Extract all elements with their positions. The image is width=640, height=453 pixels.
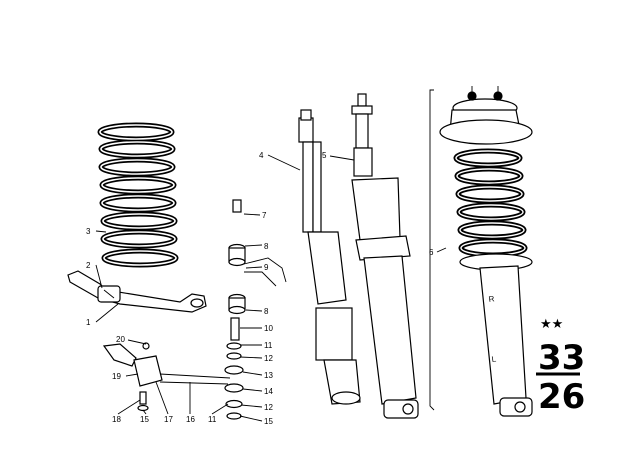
- callout-1: 1: [86, 318, 91, 327]
- callout-14: 14: [264, 387, 273, 396]
- callout-12b: 12: [264, 403, 273, 412]
- callout-labels: 1 2 3 4 5 6 7 8 9 8 10 11 12 13 14 12 15…: [86, 151, 434, 426]
- stabilizer-link-hardware[interactable]: [224, 199, 287, 420]
- callout-15b: 15: [264, 417, 273, 426]
- callout-6: 6: [429, 248, 434, 257]
- group-badge: ★★ 33 26: [536, 317, 585, 417]
- callout-12a: 12: [264, 354, 273, 363]
- callout-18: 18: [112, 415, 121, 424]
- callout-4: 4: [259, 151, 264, 160]
- stabilizer-link-bracket[interactable]: [102, 342, 231, 412]
- assembly-bracket: [429, 89, 435, 411]
- strut-mark-r: R: [488, 294, 495, 304]
- callout-8a: 8: [264, 242, 269, 251]
- coil-spring[interactable]: [97, 122, 179, 268]
- leader-lines: [95, 154, 447, 422]
- callout-8b: 8: [264, 307, 269, 316]
- spring-strut-assembly[interactable]: [439, 86, 533, 417]
- callout-11a: 11: [264, 341, 273, 350]
- callout-5: 5: [322, 151, 327, 160]
- shock-absorber[interactable]: [298, 109, 361, 405]
- callout-10: 10: [264, 324, 273, 333]
- callout-20: 20: [116, 335, 125, 344]
- callout-3: 3: [86, 227, 91, 236]
- shock-absorber-with-boot[interactable]: [351, 93, 419, 419]
- badge-stars: ★★: [540, 317, 563, 332]
- callout-17: 17: [164, 415, 173, 424]
- callout-11b: 11: [208, 415, 217, 424]
- badge-main-number: 33: [538, 338, 585, 378]
- callout-2: 2: [86, 261, 91, 270]
- strut-mark-l: L: [491, 354, 497, 364]
- badge-sub-number: 26: [538, 377, 585, 417]
- callout-7: 7: [262, 211, 267, 220]
- callout-16: 16: [186, 415, 195, 424]
- callout-19: 19: [112, 372, 121, 381]
- callout-9: 9: [264, 263, 269, 272]
- stabilizer-bar[interactable]: [67, 270, 207, 313]
- callout-15a: 15: [140, 415, 149, 424]
- callout-13: 13: [264, 371, 273, 380]
